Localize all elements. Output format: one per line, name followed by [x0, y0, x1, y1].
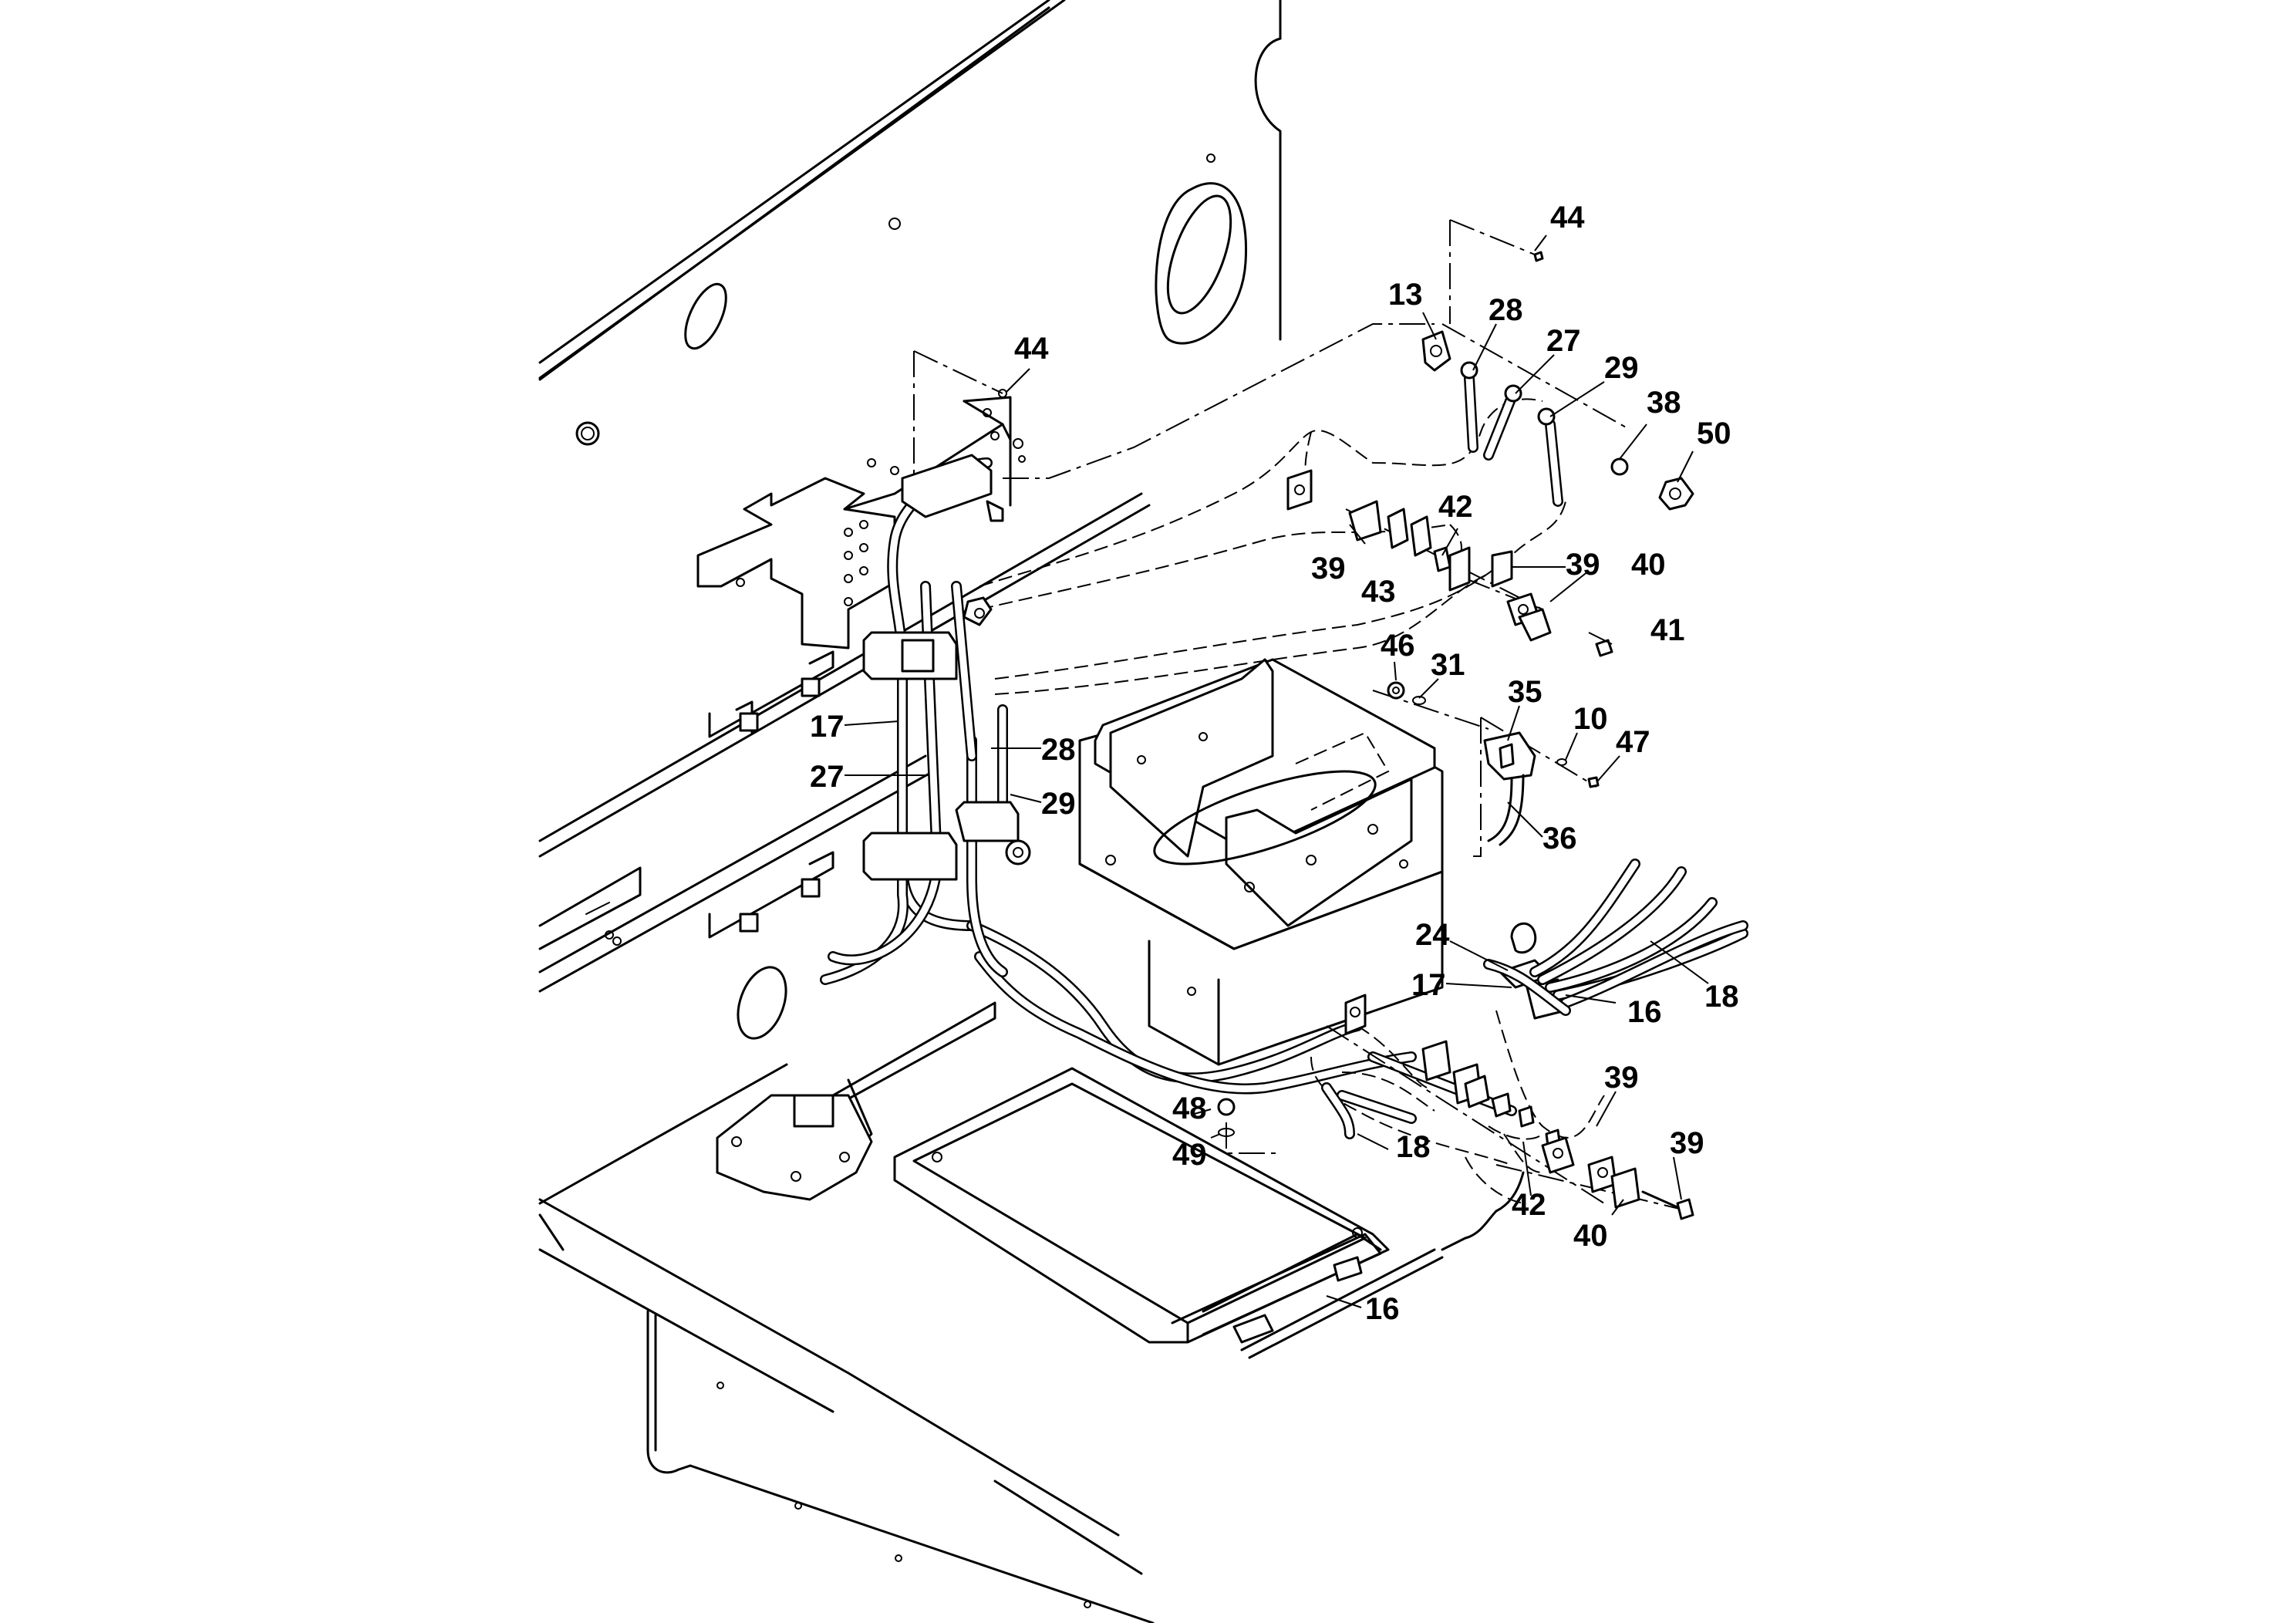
label-40: 40: [1631, 548, 1666, 582]
label-39: 39: [1566, 548, 1600, 582]
label-39: 39: [1670, 1126, 1704, 1160]
plate-holes: [736, 408, 1000, 606]
label-46: 46: [1381, 629, 1415, 663]
label-38: 38: [1647, 386, 1681, 420]
label-36: 36: [1542, 822, 1577, 855]
label-29: 29: [1041, 787, 1076, 821]
label-17: 17: [1411, 968, 1446, 1002]
label-16: 16: [1365, 1292, 1400, 1326]
hold-down-frame: [716, 1001, 1390, 1344]
hidden-cable-runs: [979, 398, 1605, 1204]
label-27: 27: [1546, 324, 1581, 358]
label-17: 17: [810, 710, 845, 744]
label-18: 18: [1704, 980, 1739, 1014]
label-16: 16: [1627, 995, 1662, 1029]
battery-box: [1078, 658, 1444, 1066]
label-39: 39: [1604, 1061, 1639, 1095]
label-48: 48: [1172, 1092, 1207, 1125]
label-39: 39: [1311, 552, 1346, 585]
cable-harness: [820, 457, 1517, 1124]
label-28: 28: [1041, 733, 1076, 767]
label-41: 41: [1650, 613, 1685, 647]
label-43: 43: [1361, 575, 1396, 609]
label-13: 13: [1388, 278, 1423, 312]
hardware-parts: [862, 251, 1748, 1359]
label-31: 31: [1431, 648, 1465, 682]
label-35: 35: [1508, 675, 1542, 709]
label-47: 47: [1616, 725, 1650, 759]
label-24: 24: [1415, 918, 1450, 952]
leader-lines: [844, 235, 1709, 1308]
label-50: 50: [1697, 417, 1731, 450]
machine-frame: [538, 0, 1282, 1623]
label-28: 28: [1489, 293, 1523, 327]
label-27: 27: [810, 760, 845, 794]
label-10: 10: [1573, 702, 1608, 736]
label-49: 49: [1172, 1138, 1207, 1172]
label-42: 42: [1512, 1188, 1546, 1222]
label-18: 18: [1396, 1130, 1431, 1164]
label-44: 44: [1014, 332, 1049, 366]
label-42: 42: [1438, 490, 1473, 524]
label-44: 44: [1550, 201, 1585, 235]
callout-labels: 44 13 28 27 29 38 50 44 42 39 43 39 40 4…: [810, 201, 1739, 1326]
label-40: 40: [1573, 1219, 1608, 1253]
label-29: 29: [1604, 351, 1639, 385]
wall-brackets: [538, 650, 834, 950]
